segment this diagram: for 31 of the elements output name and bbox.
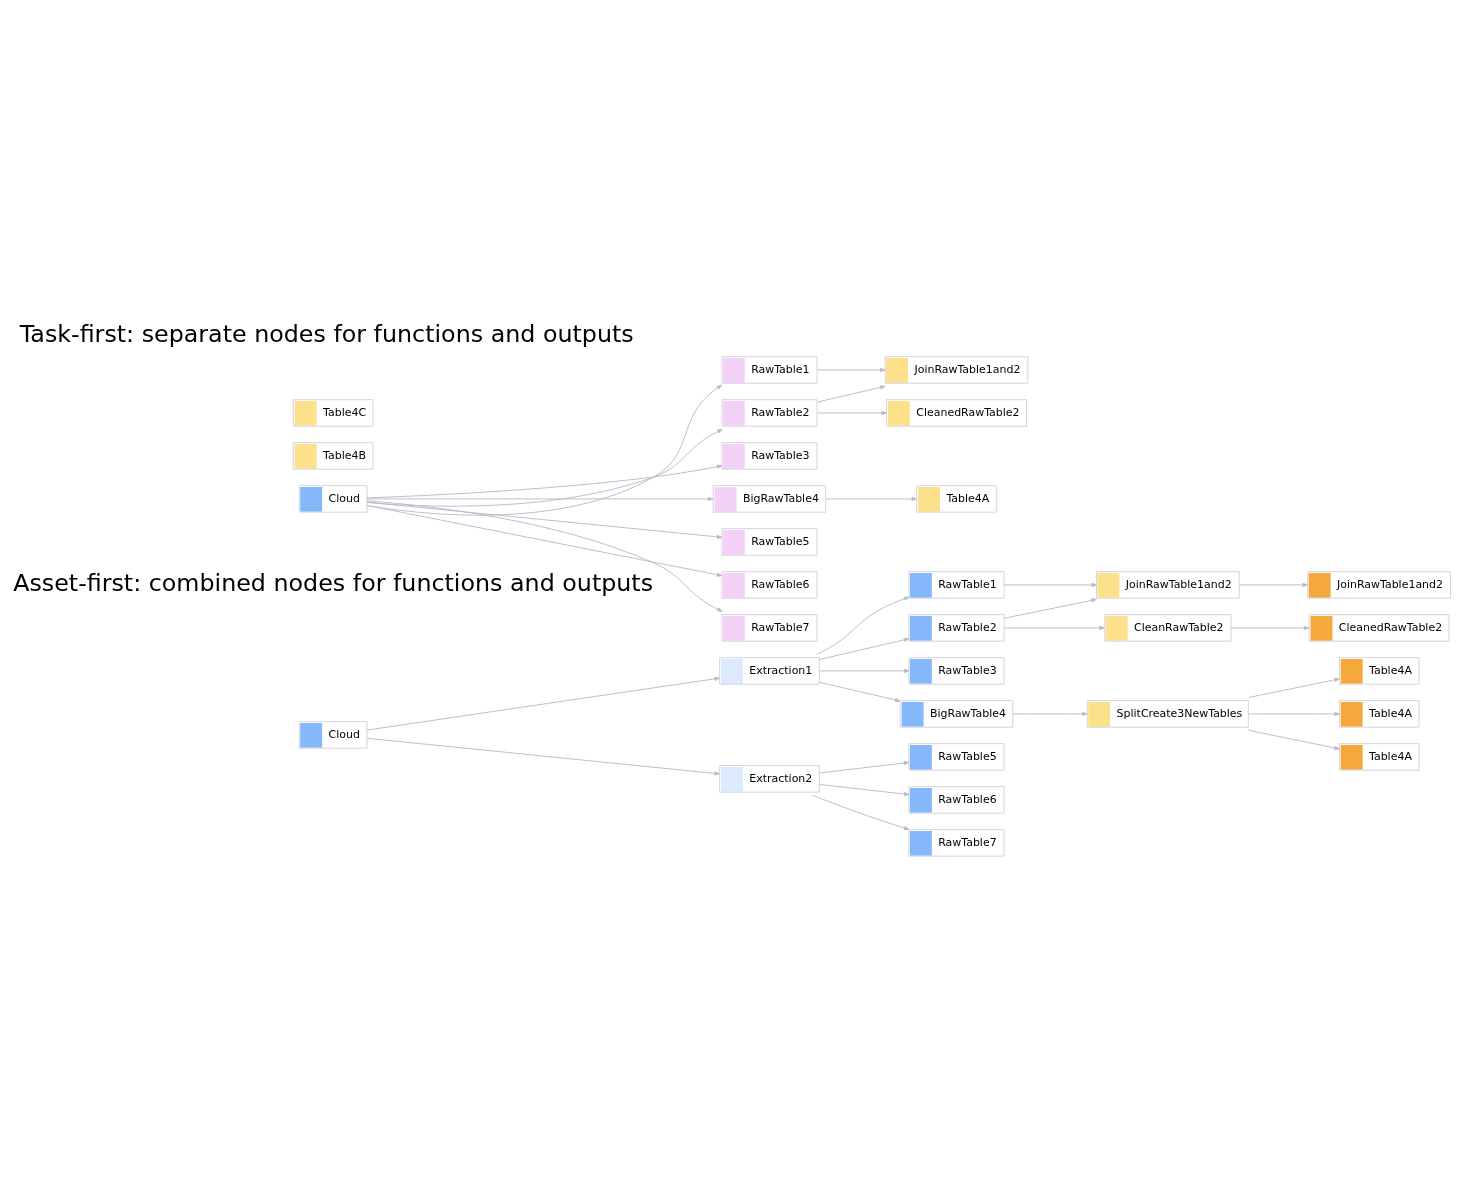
- arrow: [1230, 625, 1310, 630]
- arrow: [1248, 711, 1340, 716]
- arrow: [1248, 729, 1340, 750]
- arrow: [366, 464, 723, 498]
- arrow: [819, 681, 901, 702]
- arrow: [366, 737, 720, 775]
- arrow: [1248, 677, 1340, 698]
- arrow: [366, 428, 723, 507]
- arrow: [819, 637, 910, 660]
- arrow: [819, 760, 910, 773]
- arrow: [366, 676, 720, 731]
- arrow: [819, 783, 910, 796]
- arrow: [366, 384, 723, 516]
- arrow: [1012, 711, 1088, 716]
- arrow: [366, 504, 723, 577]
- arrow: [816, 384, 886, 403]
- arrow: [1003, 597, 1097, 619]
- arrow: [811, 794, 910, 830]
- arrow: [1238, 582, 1308, 587]
- arrow: [1003, 625, 1105, 630]
- arrow: [816, 367, 886, 372]
- arrow: [816, 596, 910, 655]
- arrow: [366, 499, 723, 612]
- arrow: [1003, 582, 1097, 587]
- arrow: [816, 410, 887, 415]
- arrow: [366, 501, 723, 539]
- label: Asset-first: combined nodes for functions and outputs: [13, 568, 654, 597]
- diagram-title: Task-first: separate nodes for functions and outputs: [19, 319, 634, 348]
- arrow: [819, 668, 910, 673]
- arrow: [366, 496, 714, 501]
- arrow: [825, 496, 917, 501]
